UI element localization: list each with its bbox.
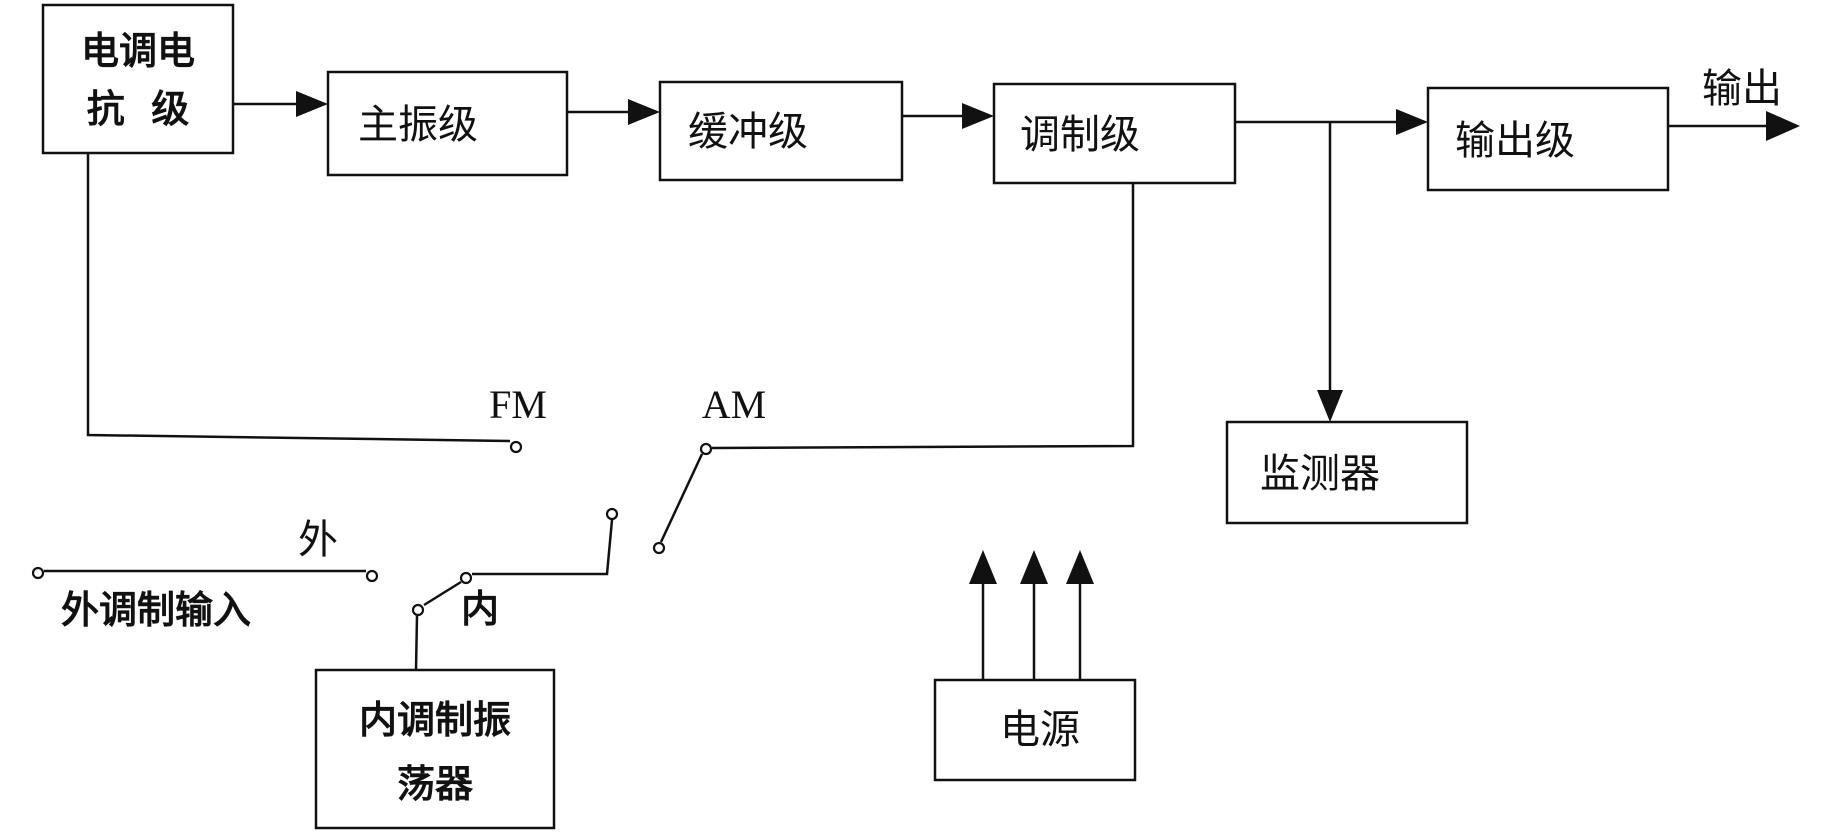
source-selector-switch: 内 [411,571,499,671]
power-supply-block: 电源 [933,678,1137,782]
reactance-stage-label-line2: 抗 级 [87,87,189,131]
output-stage-block: 输出级 [1426,86,1670,192]
output-connector: 输出 [1668,66,1800,141]
fm-label: FM [489,382,547,427]
internal-oscillator-label-line1: 内调制振 [359,698,511,742]
internal-oscillator-block: 内调制振 荡器 [314,668,556,830]
chain-connector-master-to-buffer [567,99,660,125]
arrowhead-icon [1020,550,1048,584]
external-contact-terminal-icon [365,569,379,583]
am-feed-line: AM [699,183,1135,456]
am-terminal-icon [699,442,713,456]
master-oscillator-block: 主振级 [326,70,569,177]
output-label: 输出 [1702,66,1782,112]
monitor-tap-connector [1317,122,1343,422]
am-label: AM [702,382,766,427]
arrowhead-icon [1396,109,1428,135]
fm-feed-line: FM [86,153,547,454]
reactance-stage-label-line1: 电调电 [81,29,195,73]
monitor-block: 监测器 [1225,420,1469,525]
power-supply-label: 电源 [1000,707,1080,753]
buffer-stage-label: 缓冲级 [688,109,808,155]
external-modulation-input: 外 外调制输入 [31,517,379,632]
output-stage-label: 输出级 [1455,118,1575,164]
internal-oscillator-label-line2: 荡器 [397,762,474,806]
chain-connector-buffer-to-modulator [902,103,994,129]
master-oscillator-label: 主振级 [358,102,478,148]
arrowhead-icon [969,550,997,584]
arrowhead-icon [1317,390,1343,422]
arrowhead-icon [1766,111,1800,141]
chain-connector-modulator-to-output [1235,109,1428,135]
arrowhead-icon [296,91,328,117]
switch-contact-terminal-icon [605,507,619,521]
external-input-label: 外调制输入 [61,588,251,632]
modulation-selector-switch [472,453,704,576]
chain-connector-reactance-to-master [233,91,328,117]
fm-terminal-icon [509,440,523,454]
arrowhead-icon [628,99,660,125]
source-switch-pivot-icon [411,603,425,617]
modulator-stage-label: 调制级 [1020,112,1140,158]
reactance-stage-block: 电调电 抗 级 [41,3,235,155]
power-supply-outputs [969,550,1094,680]
switch-pivot-terminal-icon [652,541,666,555]
external-input-terminal-icon [31,566,45,580]
external-label: 外 [298,517,338,563]
internal-label: 内 [461,587,499,631]
modulator-stage-block: 调制级 [992,82,1237,185]
arrowhead-icon [962,103,994,129]
buffer-stage-block: 缓冲级 [658,80,904,182]
arrowhead-icon [1066,550,1094,584]
internal-contact-terminal-icon [459,571,473,585]
monitor-label: 监测器 [1260,451,1380,497]
